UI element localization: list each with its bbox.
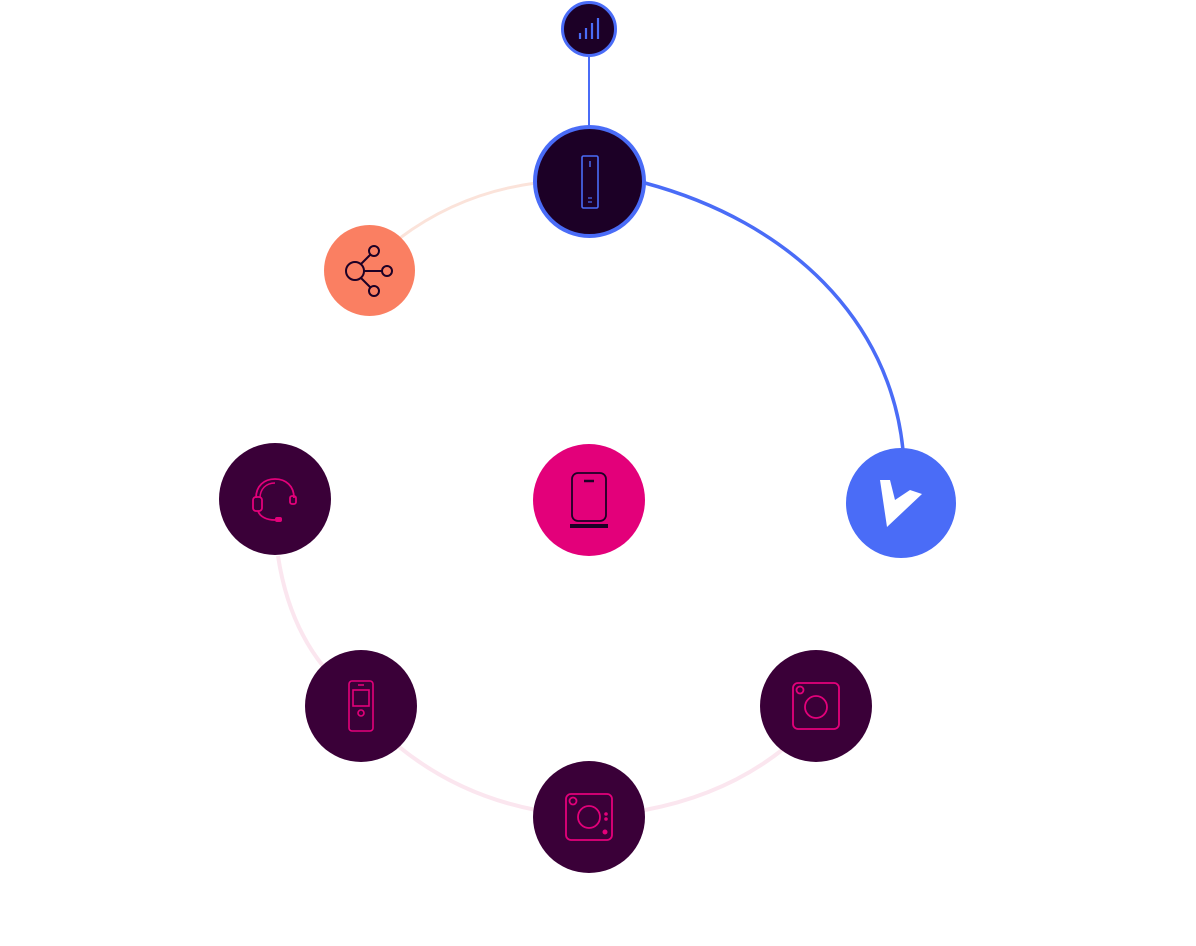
connector-phone-camera-bottom (396, 744, 537, 812)
connector-camera-bottom-camera-right (644, 748, 784, 812)
mobile-phone-icon (348, 680, 374, 732)
connector-hub-vonage (644, 181, 905, 451)
smart-speaker-icon (570, 472, 608, 528)
connector-share-hub (399, 181, 537, 240)
camera-icon (565, 793, 613, 841)
hub-node[interactable] (533, 125, 646, 238)
share-network-icon (344, 244, 393, 297)
tower-device-icon (580, 154, 599, 209)
connector-support-phone (276, 555, 325, 668)
instant-camera-icon (792, 682, 840, 730)
support-node[interactable] (219, 443, 331, 555)
vonage-v-logo (880, 480, 922, 527)
camera-bottom-node[interactable] (533, 761, 645, 873)
signal-bars-icon (578, 18, 600, 39)
headset-icon (252, 478, 297, 522)
signal-node[interactable] (561, 1, 617, 57)
phone-node[interactable] (305, 650, 417, 762)
vonage-node[interactable] (846, 448, 956, 558)
center-node[interactable] (533, 444, 645, 556)
camera-right-node[interactable] (760, 650, 872, 762)
share-node[interactable] (324, 225, 415, 316)
